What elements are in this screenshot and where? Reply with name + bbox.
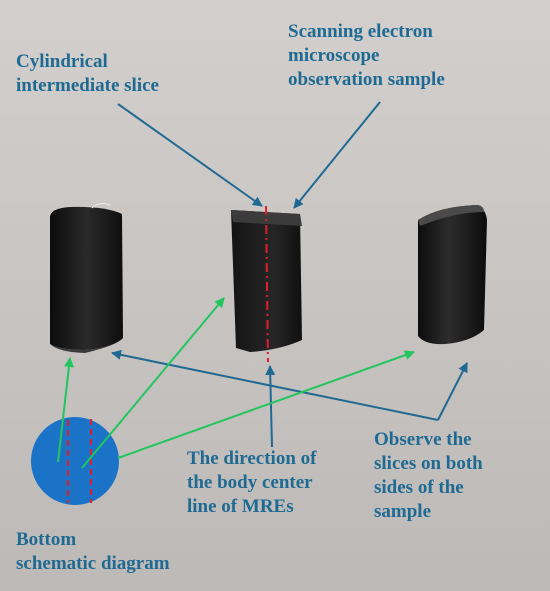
- left-slice: [50, 206, 123, 350]
- label-bottom-schematic: Bottom schematic diagram: [16, 529, 170, 574]
- right-slice: [418, 205, 487, 345]
- label-cylindrical-slice: Cylindrical intermediate slice: [16, 51, 159, 96]
- label-observe-slices: Observe the slices on both sides of the …: [374, 429, 483, 522]
- label-center-line-direction: The direction of the body center line of…: [187, 448, 317, 517]
- label-sem-sample: Scanning electron microscope observation…: [288, 21, 445, 90]
- middle-slice: [231, 210, 302, 352]
